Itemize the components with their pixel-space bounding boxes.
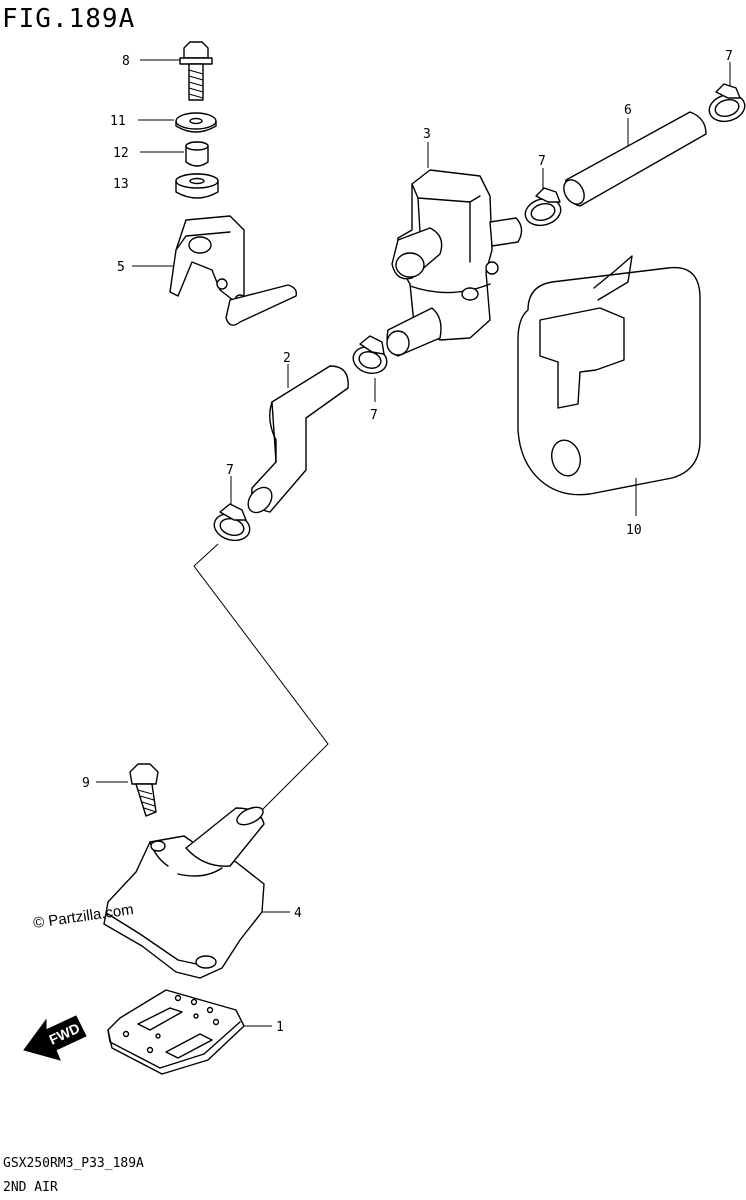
part-13-grommet[interactable] — [175, 173, 219, 199]
fwd-arrow-icon: FWD — [23, 1015, 87, 1061]
part-5-bracket[interactable] — [169, 215, 298, 326]
part-11-washer[interactable] — [175, 112, 217, 133]
part-4-reed-cover[interactable] — [103, 804, 266, 979]
callout-10: 10 — [626, 523, 642, 538]
part-7-clamp-c[interactable] — [350, 335, 390, 377]
callout-7-a: 7 — [725, 49, 733, 64]
callout-8: 8 — [122, 54, 130, 69]
callout-11: 11 — [110, 114, 126, 129]
callout-4: 4 — [294, 906, 302, 921]
part-10-cover[interactable] — [517, 255, 701, 496]
part-9-bolt[interactable] — [129, 763, 159, 817]
callout-7-b: 7 — [538, 154, 546, 169]
callout-5: 5 — [117, 260, 125, 275]
part-7-clamp-d[interactable] — [211, 503, 253, 544]
callout-1: 1 — [276, 1020, 284, 1035]
part-1-gasket[interactable] — [107, 989, 245, 1075]
figure-title: FIG.189A — [2, 4, 136, 34]
part-2-hose[interactable] — [243, 365, 349, 517]
callout-12: 12 — [113, 146, 129, 161]
callout-2: 2 — [283, 351, 291, 366]
callout-7-d: 7 — [226, 463, 234, 478]
part-8-bolt[interactable] — [179, 41, 213, 101]
assembly-route-line — [193, 543, 329, 817]
callout-7-c: 7 — [370, 408, 378, 423]
callout-13: 13 — [113, 177, 129, 192]
figure-section: 2ND AIR — [3, 1180, 58, 1195]
part-7-clamp-b[interactable] — [522, 187, 564, 229]
part-3-valve[interactable] — [386, 169, 523, 357]
callout-6: 6 — [624, 103, 632, 118]
figure-code: GSX250RM3_P33_189A — [3, 1156, 144, 1171]
part-12-collar[interactable] — [185, 141, 209, 167]
part-7-clamp-a[interactable] — [706, 83, 746, 125]
callout-3: 3 — [423, 127, 431, 142]
callout-9: 9 — [82, 776, 90, 791]
part-6-hose[interactable] — [560, 111, 707, 208]
